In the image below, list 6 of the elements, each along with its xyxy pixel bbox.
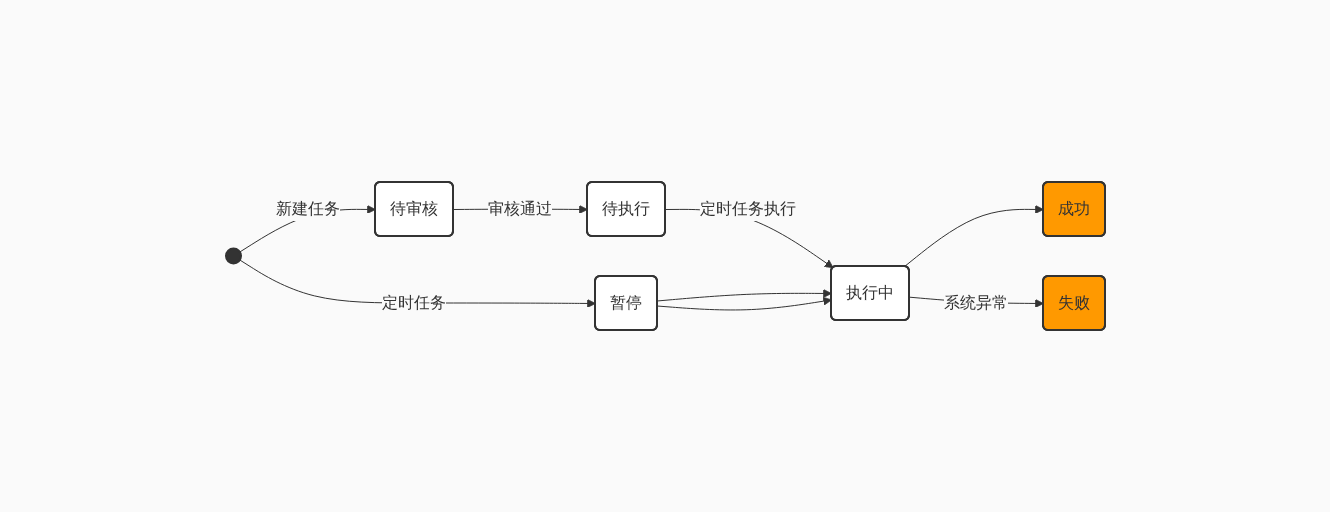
edge-label: 定时任务执行 bbox=[699, 199, 796, 218]
edge-label: 定时任务 bbox=[381, 293, 446, 312]
edge-label: 审核通过 bbox=[487, 199, 552, 218]
edge-label: 新建任务 bbox=[275, 199, 340, 218]
node-circle bbox=[224, 247, 242, 265]
edge-label: 系统异常 bbox=[943, 293, 1008, 312]
